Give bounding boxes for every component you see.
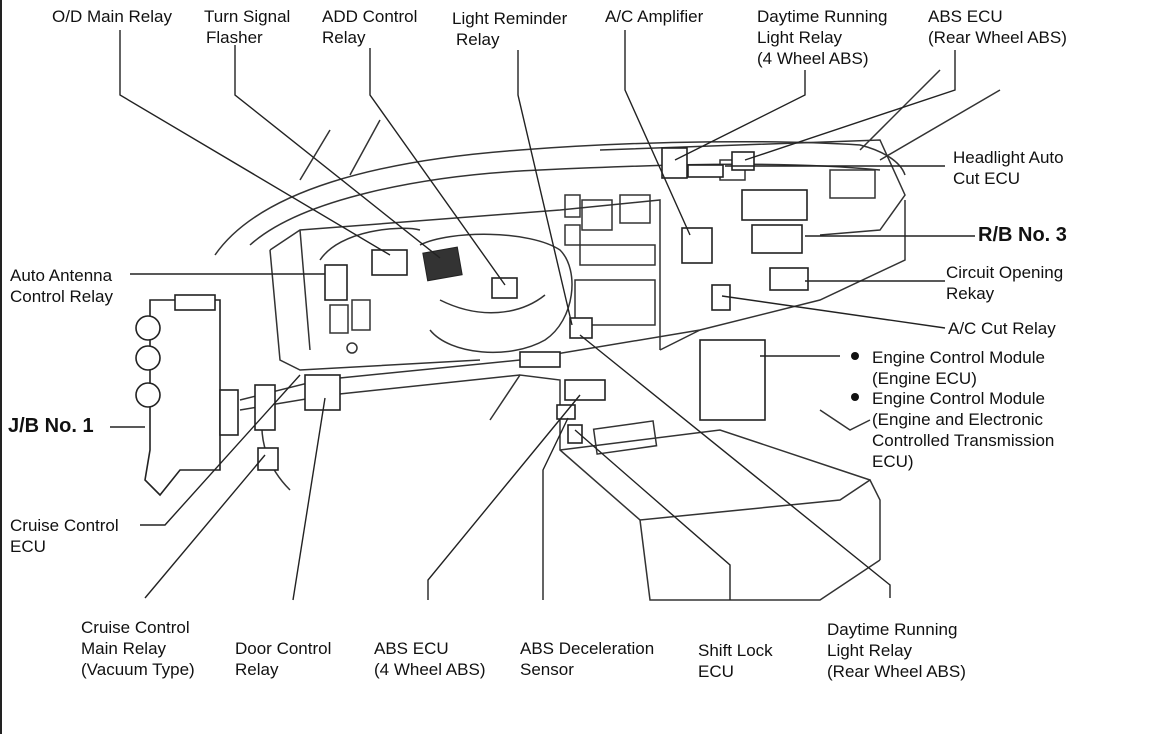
label-engine-control-module-1: Engine Control Module(Engine ECU) [872,348,1045,388]
label-abs-ecu-4wabs: ABS ECU(4 Wheel ABS) [374,639,486,679]
dashboard-drawing [214,69,1001,601]
component-parts [135,147,809,497]
label-abs-ecu-rear: ABS ECU(Rear Wheel ABS) [928,7,1067,47]
bullet-dot-1 [851,352,859,360]
label-rb-no3: R/B No. 3 [978,224,1067,246]
label-engine-control-module-2: Engine Control Module(Engine and Electro… [872,389,1055,471]
label-ac-cut-relay: A/C Cut Relay [948,319,1056,338]
page-left-border [0,0,2,734]
label-jb-no1: J/B No. 1 [8,415,94,437]
bullet-dot-2 [851,393,859,401]
leader-lines [110,30,975,601]
label-ac-amplifier: A/C Amplifier [605,7,704,26]
label-od-main-relay: O/D Main Relay [52,7,172,26]
